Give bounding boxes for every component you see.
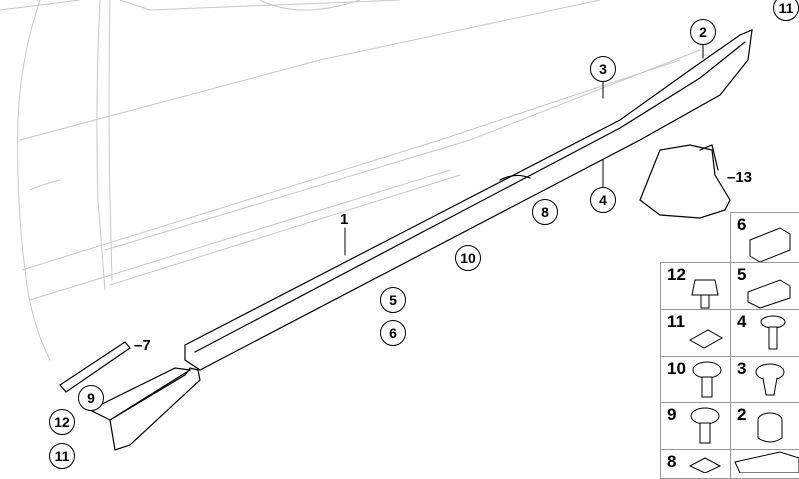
part-number: 6 xyxy=(737,215,747,234)
clip-nut-icon xyxy=(749,227,791,263)
callout-2[interactable]: 2 xyxy=(690,19,716,45)
callout-5[interactable]: 5 xyxy=(380,287,406,313)
side-skirt xyxy=(59,29,753,451)
part-cell-4[interactable]: 4 xyxy=(730,309,799,357)
callout-8[interactable]: 8 xyxy=(532,199,558,225)
part-number: 8 xyxy=(667,452,677,471)
callout-11-top[interactable]: 11 xyxy=(773,0,799,21)
expansion-rivet-icon xyxy=(755,363,785,396)
car-body-outline xyxy=(0,0,701,361)
callout-12[interactable]: 12 xyxy=(49,409,75,435)
hex-screw-icon xyxy=(691,279,719,309)
pan-screw-icon xyxy=(690,407,720,444)
part-number: 3 xyxy=(737,359,747,378)
part-number: 12 xyxy=(667,265,686,284)
leader-lines xyxy=(344,44,704,256)
part-number: 2 xyxy=(737,405,747,424)
callout-4[interactable]: 4 xyxy=(590,187,616,213)
part-cell-seal[interactable] xyxy=(730,449,799,479)
grommet-icon xyxy=(757,412,783,443)
part-cell-6[interactable]: 6 xyxy=(730,212,799,263)
label-1[interactable]: 1 xyxy=(340,211,349,228)
clip-icon xyxy=(747,279,791,309)
callout-10[interactable]: 10 xyxy=(455,245,481,271)
part-cell-11[interactable]: 11 xyxy=(660,309,731,357)
part-number: 4 xyxy=(737,312,747,331)
part-number: 9 xyxy=(667,405,677,424)
speed-nut-icon xyxy=(688,329,724,349)
part-cell-10[interactable]: 10 xyxy=(660,356,731,403)
label-13[interactable]: –13 xyxy=(727,169,753,186)
part-cell-9[interactable]: 9 xyxy=(660,402,731,450)
part-cell-2[interactable]: 2 xyxy=(730,402,799,450)
part-number: 10 xyxy=(667,359,686,378)
part-number: 5 xyxy=(737,265,747,284)
callout-3[interactable]: 3 xyxy=(590,56,616,82)
callout-6[interactable]: 6 xyxy=(380,320,406,346)
torx-screw-icon xyxy=(760,315,786,350)
part-cell-5[interactable]: 5 xyxy=(730,262,799,310)
callout-9[interactable]: 9 xyxy=(78,385,104,411)
part-number: 11 xyxy=(667,312,685,331)
pan-screw-icon xyxy=(692,361,722,398)
label-7[interactable]: –7 xyxy=(134,337,151,354)
callout-11-bottom[interactable]: 11 xyxy=(49,443,75,469)
nut-icon xyxy=(688,457,722,473)
part-cell-3[interactable]: 3 xyxy=(730,356,799,403)
part-cell-8[interactable]: 8 xyxy=(660,449,731,479)
seal-strip-icon xyxy=(734,451,799,473)
part-cell-12[interactable]: 12 xyxy=(660,262,731,310)
